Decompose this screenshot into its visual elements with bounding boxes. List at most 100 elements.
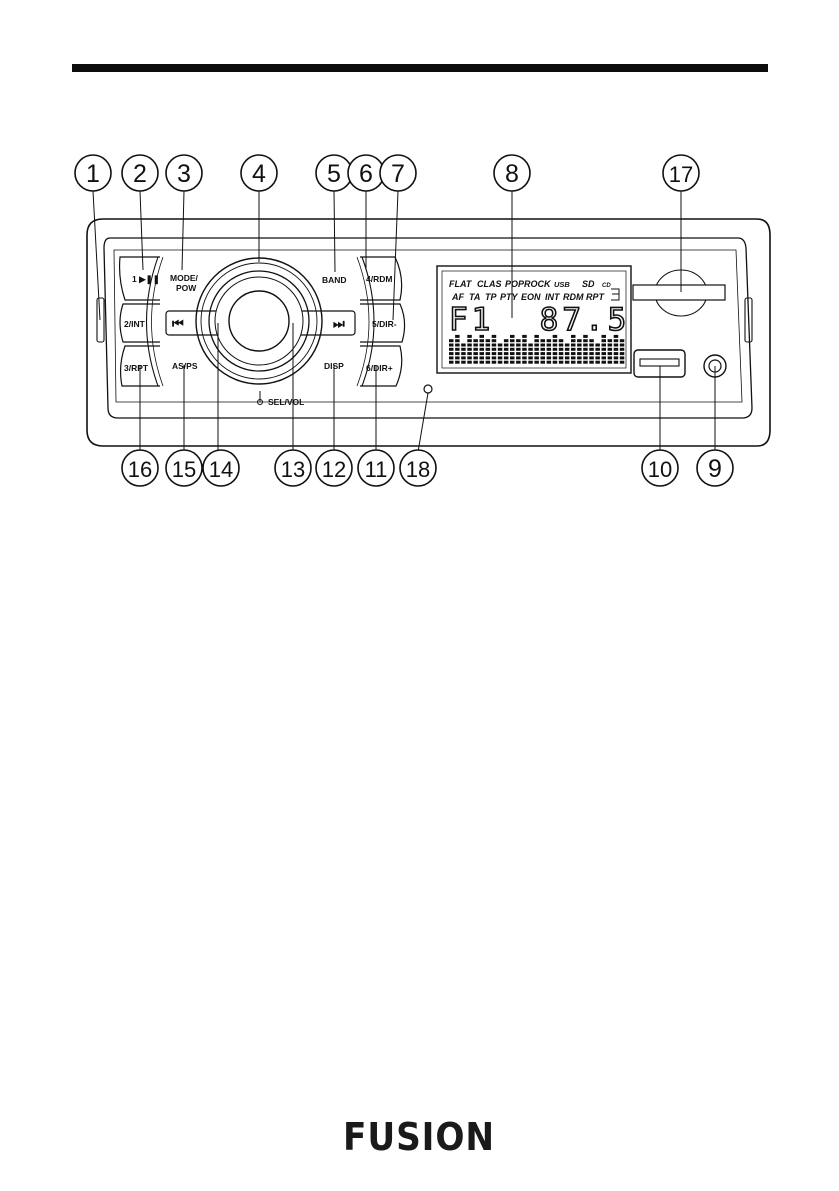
callout-5: 5 — [315, 154, 353, 192]
reset-hole[interactable] — [423, 384, 433, 394]
lcd-ta-indicator: TA — [469, 292, 480, 302]
eq-bar-segment — [534, 339, 539, 343]
eq-bar-segment — [571, 352, 576, 356]
lcd-int-indicator: INT — [545, 292, 561, 302]
eq-bar-segment — [455, 343, 460, 347]
eq-bar-segment — [558, 356, 564, 360]
eq-bar-segment — [479, 339, 484, 343]
button-5-label: 5/DIR- — [372, 319, 397, 329]
eq-bar-segment — [485, 356, 491, 360]
eq-bar-segment — [546, 339, 552, 343]
eq-bar-segment — [534, 334, 539, 338]
eq-bar-segment — [467, 343, 472, 347]
mode-button-label-line2[interactable]: POW — [176, 283, 197, 293]
callout-18: 18 — [399, 449, 437, 487]
callout-17: 17 — [662, 154, 700, 192]
lcd-row1: FLAT CLAS POP ROCK USB SD CD — [449, 279, 611, 289]
lcd-eon-indicator: EON — [521, 292, 541, 302]
callout-1: 1 — [74, 154, 112, 192]
eq-bar-segment — [571, 334, 576, 338]
button-6-dir-plus-outline[interactable] — [360, 345, 403, 387]
eq-bar-segment — [564, 347, 570, 351]
lcd-row2: AF TA TP PTY EON INT RDM RPT — [451, 292, 606, 302]
eq-bar-segment — [467, 360, 472, 364]
as-ps-button-label[interactable]: AS/PS — [172, 361, 198, 371]
eq-bar-segment — [577, 339, 582, 343]
fusion-logo: FUSION — [343, 1115, 495, 1159]
button-3-label: 3/RPT — [124, 363, 149, 373]
eq-bar-segment — [516, 352, 521, 356]
eq-bar-segment — [583, 356, 588, 360]
callout-14: 14 — [202, 449, 240, 487]
eq-bar-segment — [510, 343, 515, 347]
eq-bar-segment — [467, 347, 472, 351]
callout-12: 12 — [315, 449, 353, 487]
eq-bar-segment — [546, 356, 552, 360]
callout-11: 11 — [357, 449, 395, 487]
lcd-sd-indicator: SD — [582, 279, 595, 289]
eq-bar-segment — [619, 352, 625, 356]
lcd-tp-indicator: TP — [485, 292, 497, 302]
eq-bar-segment — [619, 356, 625, 360]
eq-bar-segment — [619, 347, 625, 351]
band-button-label[interactable]: BAND — [322, 275, 347, 285]
eq-bar-segment — [516, 343, 521, 347]
eq-bar-segment — [571, 339, 576, 343]
eq-bar-segment — [522, 352, 527, 356]
eq-bar-segment — [516, 356, 521, 360]
eq-bar-segment — [552, 347, 558, 351]
lcd-pty-indicator: PTY — [500, 292, 519, 302]
eq-bar-segment — [497, 356, 503, 360]
eq-bar-segment — [601, 334, 606, 338]
prev-icon: ⏮ — [172, 316, 184, 331]
eq-bar-segment — [473, 360, 478, 364]
callout-10: 10 — [641, 449, 679, 487]
eq-bar-segment — [534, 352, 539, 356]
eq-bar-segment — [503, 343, 509, 347]
eq-bar-segment — [607, 356, 613, 360]
volume-knob[interactable] — [195, 257, 323, 385]
eq-bar-segment — [601, 339, 606, 343]
svg-text:11: 11 — [365, 457, 388, 482]
eq-bar-segment — [455, 360, 460, 364]
mode-button-label-line1[interactable]: MODE/ — [170, 273, 199, 283]
eq-bar-segment — [601, 347, 606, 351]
eq-bar-segment — [503, 352, 509, 356]
next-icon: ⏭ — [333, 316, 345, 331]
eq-bar-segment — [619, 360, 625, 364]
lcd-readout: F1 87.5 — [449, 302, 630, 338]
eq-bar-segment — [455, 347, 460, 351]
eq-bar-segment — [540, 360, 545, 364]
eq-bar-segment — [528, 356, 533, 360]
callout-numbers: 1 2 3 4 5 6 7 8 17 16 15 14 13 12 11 18 … — [74, 154, 734, 487]
eq-bar-segment — [571, 360, 576, 364]
button-3-rpt-outline[interactable] — [119, 345, 160, 387]
button-2-int-outline[interactable] — [119, 303, 160, 343]
lcd-af-indicator: AF — [451, 292, 464, 302]
lcd-display — [436, 265, 632, 374]
eq-bar-segment — [528, 347, 533, 351]
callout-6: 6 — [347, 154, 385, 192]
button-5-dir-minus-outline[interactable] — [360, 303, 406, 343]
eq-bar-segment — [613, 347, 619, 351]
left-button-column — [118, 256, 164, 387]
eq-bar-segment — [540, 343, 545, 347]
card-slot[interactable] — [632, 269, 726, 317]
lcd-rock-indicator: ROCK — [524, 279, 552, 289]
svg-text:13: 13 — [281, 457, 305, 482]
svg-text:18: 18 — [406, 457, 430, 482]
eq-bar-segment — [589, 360, 594, 364]
eq-bar-segment — [455, 334, 460, 338]
eq-bar-segment — [589, 352, 594, 356]
eq-bar-segment — [540, 356, 545, 360]
button-1-play-pause-outline[interactable] — [118, 256, 160, 301]
eq-bar-segment — [552, 356, 558, 360]
eq-bar-segment — [540, 347, 545, 351]
callout-8: 8 — [493, 154, 531, 192]
eq-bar-segment — [546, 352, 552, 356]
eq-bar-segment — [467, 356, 472, 360]
eq-bar-segment — [491, 360, 497, 364]
chassis — [86, 218, 771, 447]
eq-bar-segment — [491, 347, 497, 351]
eq-bar-segment — [449, 360, 454, 364]
